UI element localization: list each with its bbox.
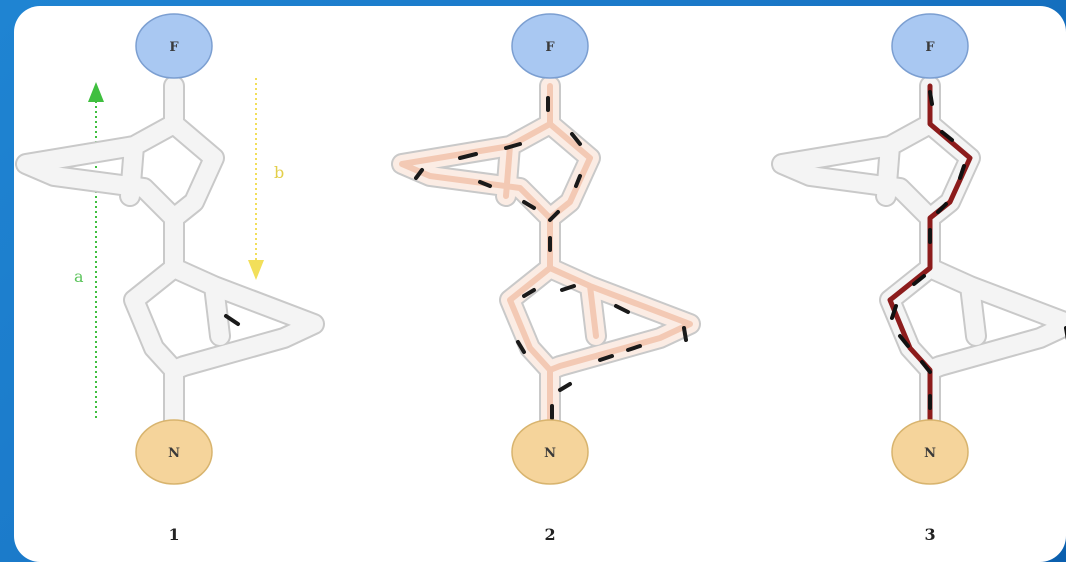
label-a: a [74, 267, 84, 286]
ant [414, 168, 424, 180]
ant [928, 90, 934, 106]
food-node: F [135, 13, 213, 79]
nest-label: N [544, 446, 556, 461]
ants [414, 96, 688, 420]
path-network [26, 86, 314, 426]
nest-node: N [511, 419, 589, 485]
ant [548, 210, 560, 222]
ant-colony-diagram: a b F N 1 [14, 13, 1066, 544]
ant [560, 284, 576, 292]
panel-2: F N 2 [402, 13, 690, 544]
food-node: F [511, 13, 589, 79]
ant [458, 152, 478, 160]
ant [958, 164, 966, 180]
panel-1: a b F N 1 [26, 13, 314, 544]
ants [890, 90, 1066, 410]
panel-number: 1 [168, 525, 179, 544]
label-b: b [274, 163, 284, 182]
path-network [402, 86, 690, 426]
food-label: F [545, 40, 555, 55]
ant [522, 288, 536, 298]
arrow-b [248, 78, 264, 280]
ant [912, 274, 926, 286]
nest-label: N [924, 446, 936, 461]
arrow-a [88, 82, 104, 418]
food-label: F [925, 40, 935, 55]
food-label: F [169, 40, 179, 55]
nest-label: N [168, 446, 180, 461]
panel-number: 2 [544, 525, 555, 544]
panel-3: F N 3 [782, 13, 1066, 544]
diagram-frame: a b F N 1 [14, 6, 1066, 562]
panel-number: 3 [924, 525, 935, 544]
ant [522, 200, 536, 210]
ant [558, 382, 572, 392]
ant [614, 304, 630, 314]
path-network [782, 86, 1066, 426]
ant [570, 132, 582, 146]
nest-node: N [891, 419, 969, 485]
ant [574, 174, 582, 188]
nest-node: N [135, 419, 213, 485]
ant [224, 314, 240, 326]
ant [598, 354, 614, 362]
ant [516, 340, 526, 354]
ant [936, 202, 948, 214]
ant [682, 326, 688, 342]
ant [920, 360, 932, 374]
ant [940, 130, 954, 142]
ant [890, 304, 898, 320]
ant [478, 180, 492, 188]
ant [504, 142, 522, 150]
ant [898, 334, 910, 348]
food-node: F [891, 13, 969, 79]
ant [626, 344, 642, 352]
